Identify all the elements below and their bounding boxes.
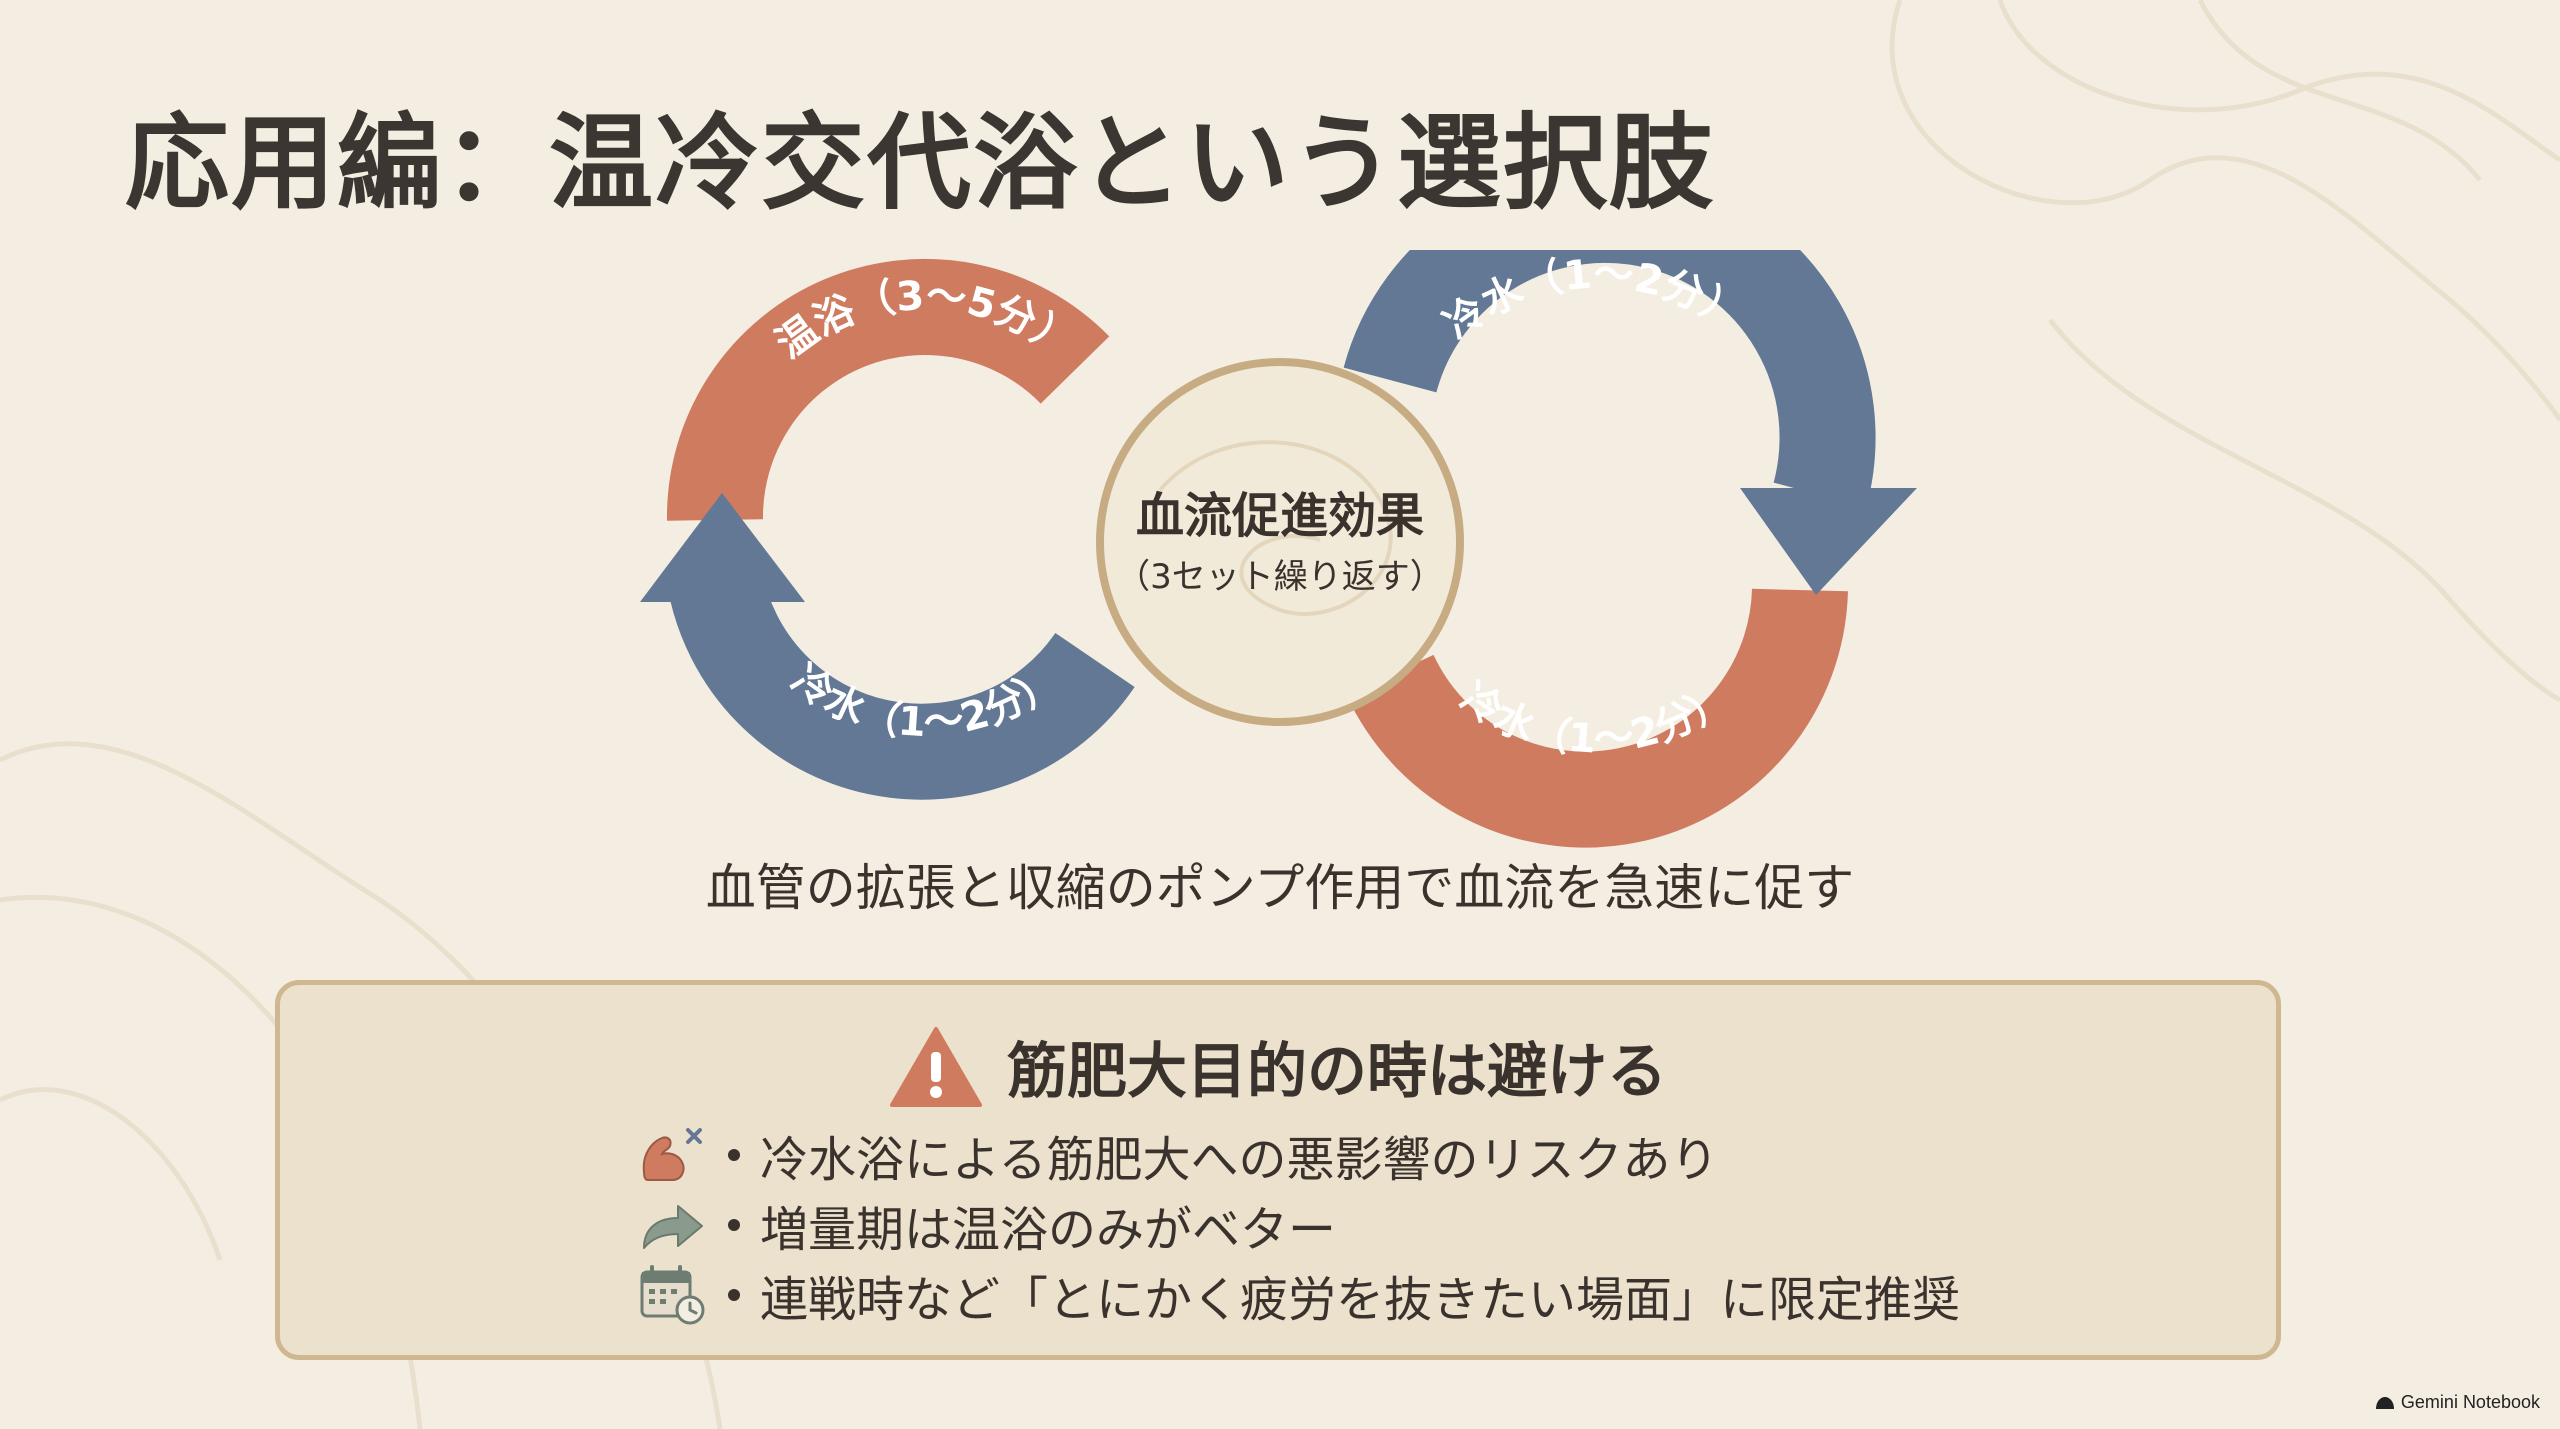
bullet-dot [728,1289,740,1301]
warning-item-3: 連戦時など「とにかく疲労を抜きたい場面」に限定推奨 [760,1272,1961,1328]
cold-water-arc-left [667,570,1135,800]
arrow-head-right [1740,488,1917,595]
list-item: 冷水浴による筋肥大への悪影響のリスクあり [638,1120,1960,1190]
notebook-logo-icon [2375,1396,2394,1409]
warm-arc-right [1346,587,1848,848]
muscle-cross-icon [642,1128,702,1181]
arrow-head-left [640,493,805,602]
center-circle [1096,358,1464,726]
cold-water-arc-right [1343,250,1876,508]
calendar-clock-icon [640,1265,705,1325]
warning-item-2: 増量期は温浴のみがベター [760,1202,1337,1258]
warning-item-1: 冷水浴による筋肥大への悪影響のリスクあり [760,1132,1719,1188]
warning-box: 筋肥大目的の時は避ける 冷水浴による筋肥大への悪影響のリスクあり 増量期は温浴の… [275,980,2281,1360]
warning-title: 筋肥大目的の時は避ける [1007,1037,1667,1107]
watermark: Gemini Notebook [2375,1392,2540,1413]
list-item: 連戦時など「とにかく疲労を抜きたい場面」に限定推奨 [638,1260,1960,1330]
warning-list: 冷水浴による筋肥大への悪影響のリスクあり 増量期は温浴のみがベター [638,1120,1960,1330]
diagram-caption: 血管の拡張と収縮のポンプ作用で血流を急速に促す [705,859,1855,917]
page-title: 応用編：温冷交代浴という選択肢 [125,102,1716,224]
warm-bath-arc [666,258,1110,521]
cycle-diagram: 血流促進効果 （3セット繰り返す） 温浴（3〜5分） 冷水（1〜2分） 冷水（1… [640,250,1917,848]
center-circle-texture [1158,440,1393,616]
center-title: 血流促進効果 [1136,488,1424,544]
warning-header: 筋肥大目的の時は避ける [280,1023,2276,1110]
list-item: 増量期は温浴のみがベター [638,1190,1960,1260]
warning-triangle-icon [890,1026,982,1107]
forward-arrow-icon [643,1205,703,1249]
bullet-dot [728,1219,740,1231]
bullet-dot [728,1149,740,1161]
center-subtitle: （3セット繰り返す） [1116,557,1444,597]
watermark-text: Gemini Notebook [2400,1392,2540,1412]
